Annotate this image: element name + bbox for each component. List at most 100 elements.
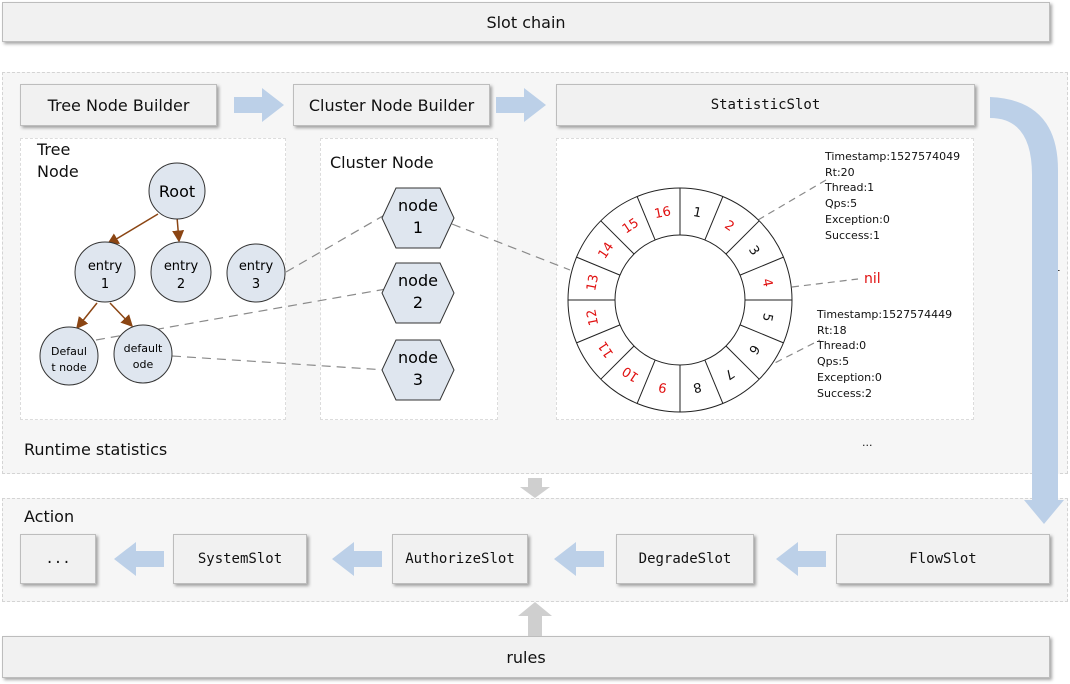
stats-bottom-rt: Rt:18 [817,323,847,337]
cluster-node-builder-label: Cluster Node Builder [308,95,475,115]
cluster-node1-hex [381,187,455,249]
stats-top-qps: Qps:5 [825,197,858,211]
rules-label: rules [506,647,546,667]
tree-default1-node [39,326,99,386]
cluster-node2-line1: node [398,271,438,290]
arrow-system-to-more [114,542,164,576]
authorize-slot-box: AuthorizeSlot [392,534,528,584]
cluster-node2-hex [381,262,455,324]
tree-default2-line2: ode [133,358,154,371]
stats-bottom-qps: Qps:5 [817,355,850,369]
ring-divider [739,256,784,276]
tree-edge-entry1-default1 [76,302,98,330]
tree-entry1-line1: entry [88,259,123,274]
more-slots-label: ... [45,551,71,567]
more-slots-box: ... [20,534,96,584]
cluster-node-builder-box: Cluster Node Builder [293,84,490,126]
ring-divider [600,220,635,255]
ring-divider [600,345,635,380]
arrow-flow-to-degrade [776,542,826,576]
stats-bottom: Timestamp:1527574449 Rt:18 Thread:0 Qps:… [817,307,952,401]
tree-default1-line1: Defaul [51,345,87,358]
stats-bottom-exception: Exception:0 [817,370,882,384]
connector-node1-ring [451,223,571,271]
cluster-node3-line1: node [398,348,438,367]
stats-top-success: Success:1 [825,228,880,242]
arrow-runtime-to-action [520,478,550,498]
arrow-statistic-to-flow [990,97,1064,524]
runtime-statistics-label: Runtime statistics [24,440,168,459]
tree-edge-root-entry1 [106,213,159,245]
connector-default2-node3 [171,355,387,371]
runtime-ellipsis: ... [862,436,873,449]
ring-divider [725,345,760,380]
ring-nil-label: nil [864,271,881,287]
ring-divider [636,196,656,241]
tree-root-node [148,162,206,220]
connector-ring-stats-top [757,179,827,221]
ring-divider [704,359,724,404]
cluster-node3-line2: 3 [413,370,423,389]
tree-default1-line2: t node [51,361,86,374]
arrow-cluster-to-statistic [496,88,546,122]
tree-default2-line1: default [124,342,163,355]
stats-top-rt: Rt:20 [825,165,855,179]
stats-top: Timestamp:1527574049 Rt:20 Thread:1 Qps:… [825,149,960,243]
ring-divider [576,324,621,344]
tree-entry1-node [74,241,136,303]
ring-segment-label: 1 [692,205,703,221]
ring-inner-circle [614,234,746,366]
tree-default2-node [113,324,173,384]
tree-node-builder-box: Tree Node Builder [20,84,217,126]
authorize-slot-label: AuthorizeSlot [405,551,515,567]
stats-bottom-thread: Thread:0 [817,339,867,353]
system-slot-label: SystemSlot [197,551,283,567]
slot-chain-label: Slot chain [486,12,566,32]
stats-top-exception: Exception:0 [825,212,890,226]
slot-chain-bar: Slot chain [2,2,1050,42]
stats-top-thread: Thread:1 [825,181,875,195]
arrow-tree-to-cluster [234,88,284,122]
arrow-degrade-to-authorize [554,542,604,576]
system-slot-box: SystemSlot [173,534,307,584]
ring-segment-label: 13 [584,273,602,292]
tree-node-title: Tree Node [37,140,79,181]
tree-entry1-line2: 1 [101,277,109,292]
tree-entry2-line2: 2 [177,277,185,292]
stats-bottom-success: Success:2 [817,386,872,400]
tree-edge-entry1-default2 [109,302,134,328]
tree-entry2-line1: entry [164,259,199,274]
tree-entry2-node [150,241,212,303]
tree-entry3-line2: 3 [252,277,260,292]
ring-segment-label: 5 [759,312,775,323]
connector-ring-nil [791,278,859,288]
ring-divider [636,359,656,404]
cluster-node1-line2: 1 [413,218,423,237]
statistic-slot-label: StatisticSlot [710,97,821,113]
cluster-node3-hex [381,339,455,401]
ring-divider [739,324,784,344]
stats-top-timestamp: Timestamp:1527574049 [825,150,961,163]
rules-bar: rules [2,636,1050,678]
cluster-node1-line1: node [398,196,438,215]
ring-segment-label: 12 [584,308,602,327]
degrade-slot-label: DegradeSlot [638,551,732,567]
tree-entry3-node [226,243,286,303]
cluster-node2-line2: 2 [413,293,423,312]
ring-segment-label: 8 [692,379,703,395]
flow-slot-box: FlowSlot [836,534,1050,584]
tree-entry3-line1: entry [239,259,274,274]
tree-root-label: Root [159,182,195,201]
action-label: Action [24,507,75,526]
cluster-node-title: Cluster Node [330,153,434,172]
ring-divider [704,196,724,241]
tree-node-builder-label: Tree Node Builder [47,95,190,115]
ring-divider [725,220,760,255]
statistic-slot-box: StatisticSlot [556,84,975,126]
ring-segment-label: 16 [653,204,672,222]
ring-segment-label: 4 [759,277,775,288]
stats-bottom-timestamp: Timestamp:1527574449 [817,308,953,321]
degrade-slot-box: DegradeSlot [616,534,754,584]
